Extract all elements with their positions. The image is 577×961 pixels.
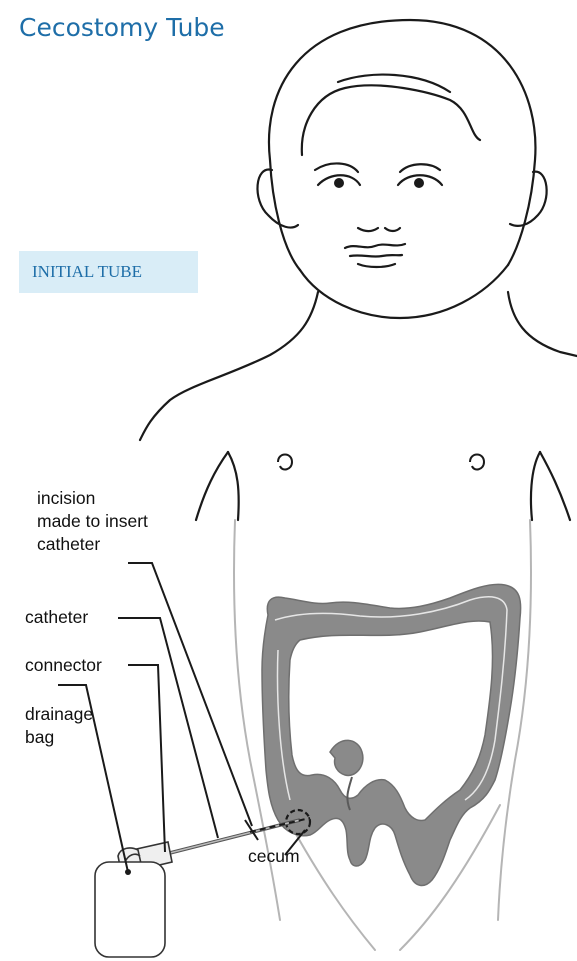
drainage-bag — [95, 854, 165, 957]
child-eye-pupils — [334, 178, 424, 188]
label-connector: connector — [25, 654, 102, 677]
nipples — [278, 455, 484, 470]
label-cecum: cecum — [248, 845, 300, 868]
label-incision-line3: catheter — [37, 533, 148, 556]
label-catheter: catheter — [25, 606, 88, 629]
label-incision-line1: incision — [37, 487, 148, 510]
label-incision-line2: made to insert — [37, 510, 148, 533]
colon — [262, 584, 521, 885]
leader-dots — [125, 869, 131, 875]
child-head — [257, 20, 546, 318]
page-title: Cecostomy Tube — [19, 13, 225, 42]
child-body-outline — [140, 292, 577, 520]
label-drainage-line2: bag — [25, 726, 93, 749]
label-incision: incision made to insert catheter — [37, 487, 148, 556]
stage-badge: INITIAL TUBE — [19, 251, 198, 293]
label-drainage-line1: drainage — [25, 703, 93, 726]
label-drainage-bag: drainage bag — [25, 703, 93, 749]
